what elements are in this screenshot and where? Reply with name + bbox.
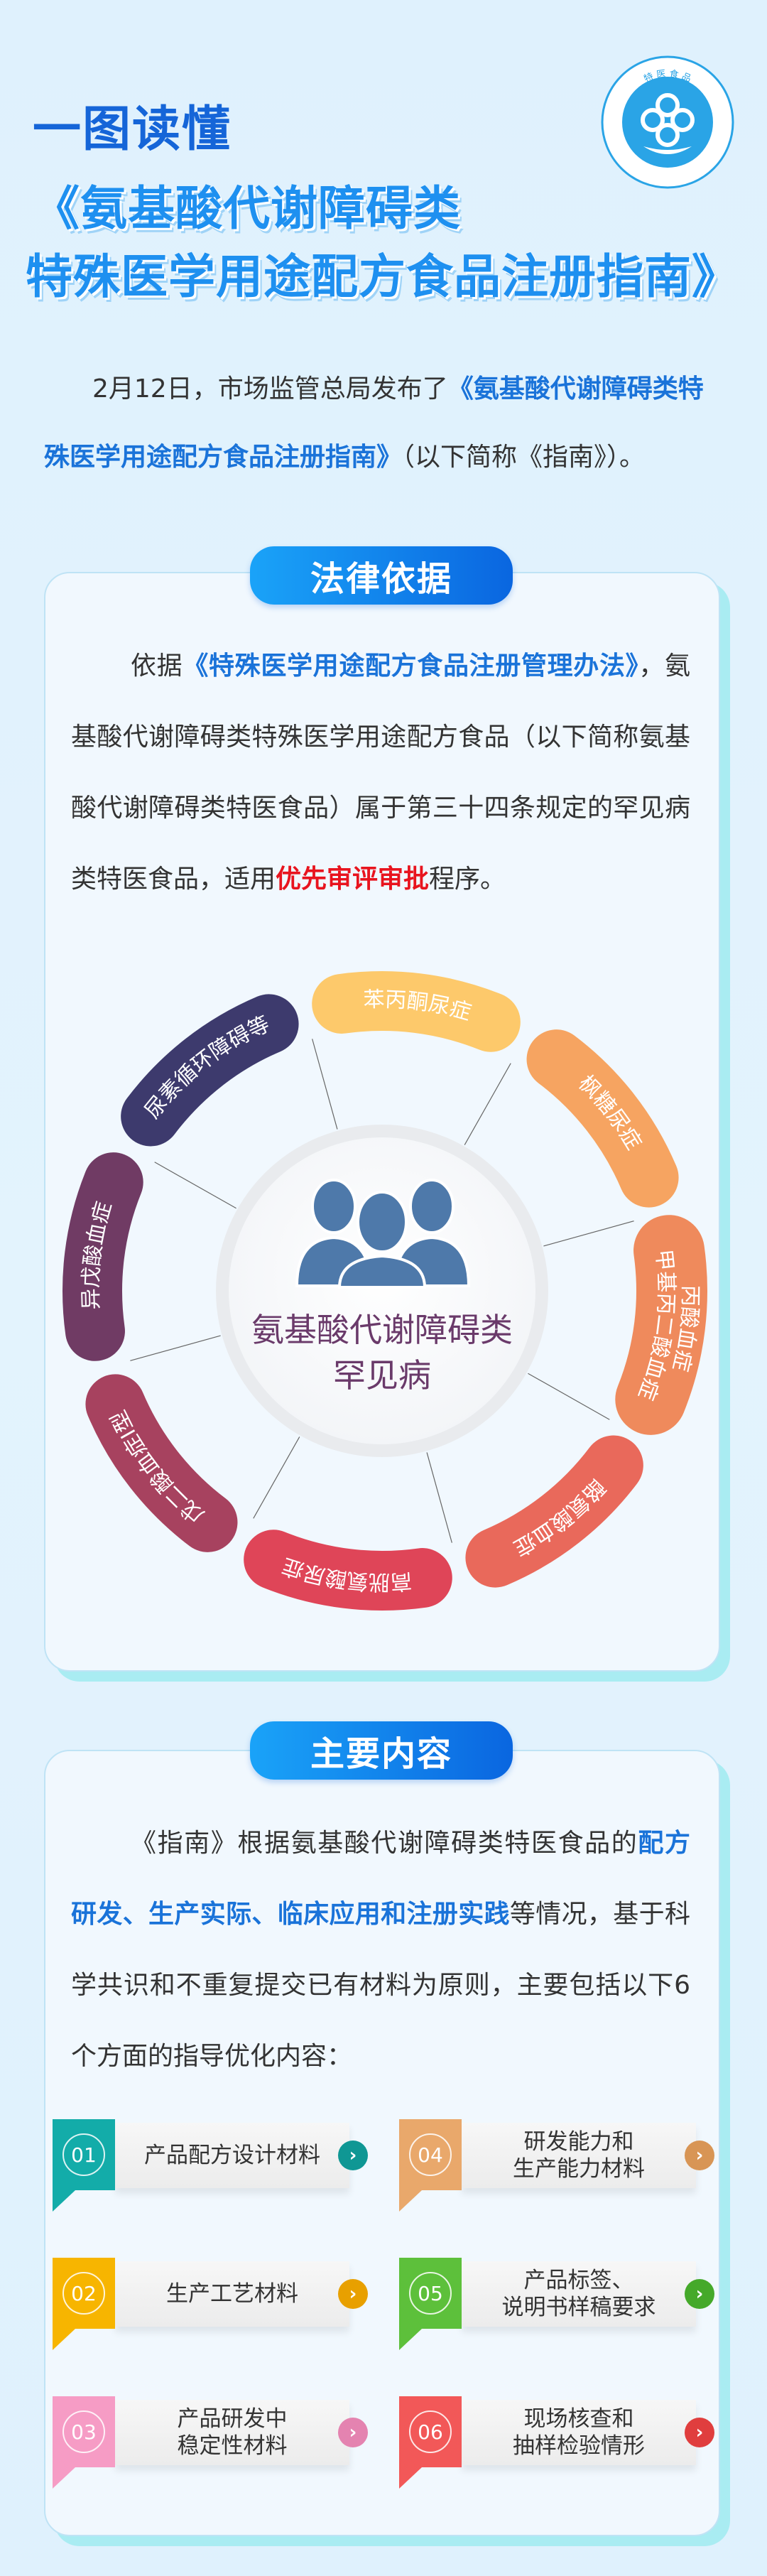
chevron-right-icon: › [338, 2279, 368, 2309]
priority-review-highlight: 优先审评审批 [276, 865, 430, 894]
connector-line [154, 1162, 236, 1209]
item-label: 产品配方设计材料 [115, 2123, 349, 2188]
item-number-block: 03 [53, 2396, 115, 2467]
content-item-04: 研发能力和生产能力材料 04 › [399, 2119, 715, 2219]
item-label: 产品标签、说明书样稿要求 [462, 2261, 696, 2327]
item-number: 06 [409, 2410, 452, 2453]
item-number-block: 06 [399, 2396, 462, 2467]
item-number: 02 [62, 2272, 105, 2315]
item-number-block: 05 [399, 2258, 462, 2329]
doc-title-line2: 特殊医学用途配方食品注册指南》 [26, 249, 739, 304]
intro-text-end: （以下简称《指南》）。 [402, 443, 646, 472]
main-highlight: 配方研发、生产实际、临床应用和注册实践 [71, 1829, 690, 1929]
item-number: 03 [62, 2410, 105, 2453]
connector-line [426, 1452, 452, 1543]
item-number-block: 01 [53, 2119, 115, 2190]
item-label: 研发能力和生产能力材料 [462, 2123, 696, 2188]
item-number: 04 [409, 2133, 452, 2176]
connector-line [528, 1373, 610, 1420]
main-text-prefix: 《指南》根据氨基酸代谢障碍类特医食品的 [131, 1829, 638, 1858]
disease-segment [244, 1530, 452, 1611]
connector-line [464, 1063, 511, 1145]
disease-segment [85, 1374, 238, 1552]
intro-paragraph: 2月12日，市场监管总局发布了《氨基酸代谢障碍类特殊医学用途配方食品注册指南》（… [44, 355, 726, 492]
item-label: 产品研发中稳定性材料 [115, 2400, 349, 2465]
center-title-line1: 氨基酸代谢障碍类 [251, 1311, 513, 1349]
main-text: 等情况，基于科学共识和不重复提交已有材料为原则，主要包括以下6个方面的指导优化内… [71, 1900, 690, 2071]
content-item-05: 产品标签、说明书样稿要求 05 › [399, 2258, 715, 2357]
rare-disease-diagram: 氨基酸代谢障碍类 罕见病 苯丙酮尿症枫糖尿症丙酸血症甲基丙二酸血症酪氨酸血症高胱… [62, 971, 707, 1611]
item-label-line: 产品研发中 [177, 2406, 288, 2432]
legal-text: ，氨基酸代谢障碍类特殊医学用途配方食品（以下简称氨基酸代谢障碍类特医食品）属于第… [71, 651, 690, 894]
center-circle [229, 1137, 535, 1444]
main-content-heading: 主要内容 [250, 1721, 513, 1780]
fsmp-logo: 特 医 食 品 FSMP [601, 55, 734, 189]
item-tail [53, 2190, 75, 2212]
guide-title-link: 《氨基酸代谢障碍类特殊医学用途配方食品注册指南》 [44, 374, 704, 472]
item-tail [399, 2190, 422, 2212]
connector-line [253, 1436, 300, 1519]
disease-segment [121, 994, 299, 1147]
item-label-line: 研发能力和 [523, 2129, 634, 2155]
content-item-03: 产品研发中稳定性材料 03 › [53, 2396, 369, 2496]
item-number: 01 [62, 2133, 105, 2176]
content-item-02: 生产工艺材料 02 › [53, 2258, 369, 2357]
item-label-line: 现场核查和 [523, 2406, 634, 2432]
legal-basis-heading: 法律依据 [250, 546, 513, 605]
item-number-block: 04 [399, 2119, 462, 2190]
item-label-line: 稳定性材料 [177, 2433, 288, 2459]
chevron-right-icon: › [338, 2141, 368, 2170]
item-label: 生产工艺材料 [115, 2261, 349, 2327]
disease-segment [526, 1029, 679, 1208]
doc-title-line1: 《氨基酸代谢障碍类 [33, 181, 461, 236]
disease-segment [312, 971, 521, 1052]
item-label-line: 产品配方设计材料 [144, 2143, 320, 2168]
connector-line [543, 1221, 634, 1247]
item-label-line: 说明书样稿要求 [501, 2295, 656, 2320]
item-tail [399, 2467, 422, 2489]
svg-text:特 医 食 品: 特 医 食 品 [643, 68, 693, 85]
legal-text-prefix: 依据 [131, 651, 183, 681]
item-tail [53, 2329, 75, 2350]
chevron-right-icon: › [338, 2418, 368, 2447]
legal-text-end: 程序。 [429, 865, 506, 894]
legal-basis-paragraph: 依据《特殊医学用途配方食品注册管理办法》，氨基酸代谢障碍类特殊医学用途配方食品（… [71, 631, 690, 915]
content-item-06: 现场核查和抽样检验情形 06 › [399, 2396, 715, 2496]
item-number-block: 02 [53, 2258, 115, 2329]
disease-segment [465, 1435, 643, 1588]
connector-line [130, 1335, 221, 1361]
disease-segment [615, 1215, 707, 1435]
disease-segment [62, 1152, 143, 1361]
people-group-icon [295, 1179, 471, 1289]
item-label-line: 抽样检验情形 [513, 2433, 645, 2459]
intro-text: 2月12日，市场监管总局发布了 [92, 374, 448, 404]
item-tail [53, 2467, 75, 2489]
item-tail [399, 2329, 422, 2350]
center-title-line2: 罕见病 [333, 1356, 431, 1395]
item-label-line: 生产工艺材料 [166, 2281, 298, 2307]
chevron-right-icon: › [685, 2279, 714, 2309]
item-label-line: 产品标签、 [523, 2268, 634, 2293]
item-label-line: 生产能力材料 [513, 2156, 645, 2182]
main-content-paragraph: 《指南》根据氨基酸代谢障碍类特医食品的配方研发、生产实际、临床应用和注册实践等情… [71, 1808, 690, 2092]
content-item-01: 产品配方设计材料 01 › [53, 2119, 369, 2219]
chevron-right-icon: › [685, 2418, 714, 2447]
connector-line [312, 1039, 338, 1130]
kicker-title: 一图读懂 [33, 102, 232, 158]
item-label: 现场核查和抽样检验情形 [462, 2400, 696, 2465]
item-number: 05 [409, 2272, 452, 2315]
chevron-right-icon: › [685, 2141, 714, 2170]
regulation-title: 《特殊医学用途配方食品注册管理办法》 [183, 651, 639, 681]
